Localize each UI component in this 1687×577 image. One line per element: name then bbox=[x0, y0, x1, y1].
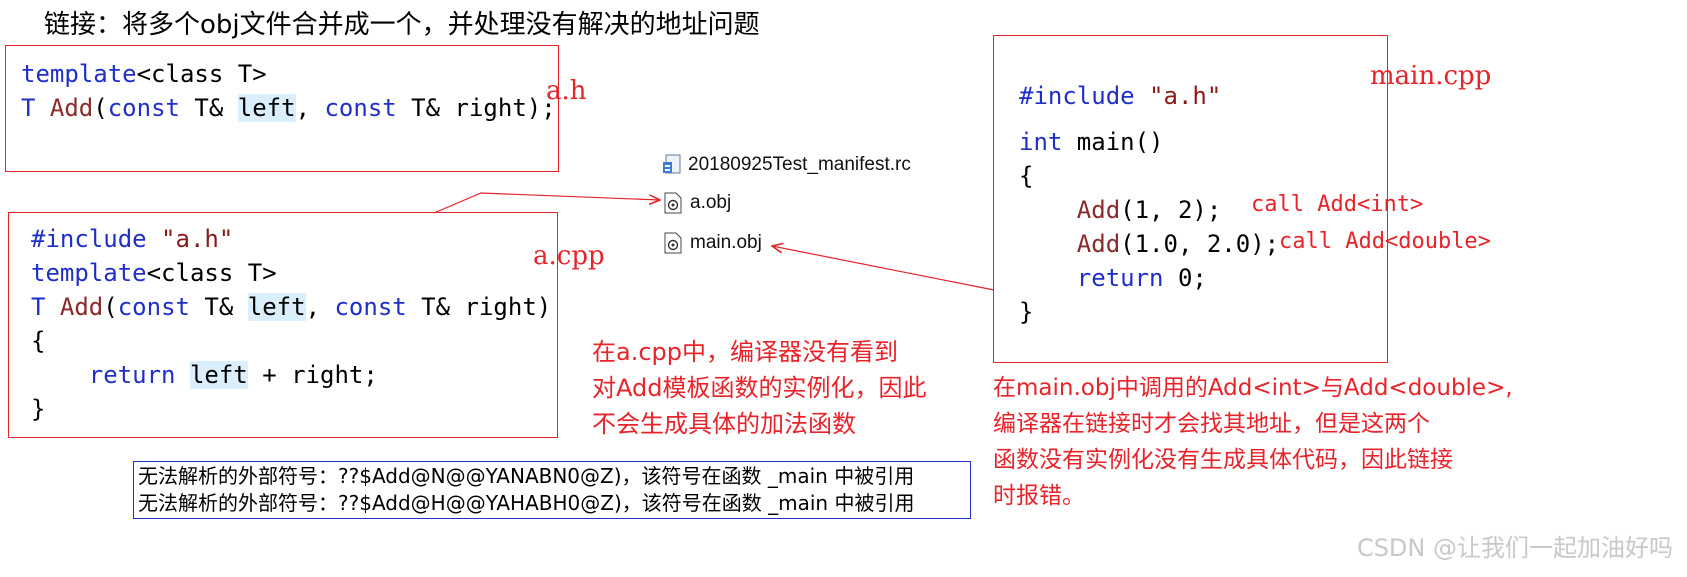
keyword: const bbox=[117, 293, 190, 321]
a-h-label: a.h bbox=[546, 76, 587, 106]
arrow-acpp-to-aobj bbox=[433, 192, 660, 214]
error-line: 无法解析的外部符号：??$Add@N@@YANABN0@Z)，该符号在函数 _m… bbox=[138, 464, 915, 488]
keyword: template bbox=[31, 259, 147, 287]
file-name: 20180925Test_manifest.rc bbox=[688, 154, 911, 175]
file-item[interactable]: main.obj bbox=[664, 232, 762, 254]
a-h-box bbox=[5, 45, 559, 172]
note-line: 在a.cpp中，编译器没有看到 bbox=[592, 338, 898, 366]
function-name: Add bbox=[1076, 196, 1121, 224]
code-text: } bbox=[31, 395, 46, 423]
note-line: 函数没有实例化没有生成具体代码，因此链接 bbox=[993, 447, 1453, 473]
code-text: <class T> bbox=[146, 259, 277, 287]
code-text: } bbox=[1019, 298, 1034, 326]
obj-file-icon bbox=[664, 192, 682, 214]
keyword: const bbox=[334, 293, 407, 321]
note-line: 不会生成具体的加法函数 bbox=[592, 410, 856, 438]
highlighted-identifier: left bbox=[247, 293, 306, 321]
indent bbox=[31, 361, 89, 389]
indent bbox=[1019, 264, 1077, 292]
keyword: template bbox=[21, 60, 137, 88]
function-name: Add bbox=[59, 293, 104, 321]
code-text: <class T> bbox=[136, 60, 267, 88]
string-literal: "a.h" bbox=[1149, 82, 1222, 110]
indent bbox=[1019, 196, 1077, 224]
main-cpp-box bbox=[993, 35, 1388, 363]
note-line: 对Add模板函数的实例化，因此 bbox=[592, 374, 927, 402]
code-text: main() bbox=[1062, 128, 1164, 156]
code-text: (1.0, 2.0); bbox=[1120, 230, 1280, 258]
code-text: T& right) bbox=[406, 293, 552, 321]
function-name: Add bbox=[1076, 230, 1121, 258]
note-line: 时报错。 bbox=[993, 483, 1085, 509]
preprocessor: #include bbox=[31, 225, 162, 253]
rc-file-icon bbox=[662, 154, 681, 176]
type-t: T bbox=[21, 94, 50, 122]
string-literal: "a.h" bbox=[161, 225, 234, 253]
code-text: (1, 2); bbox=[1120, 196, 1222, 224]
file-item[interactable]: a.obj bbox=[664, 192, 731, 214]
note-acpp: 在a.cpp中，编译器没有看到 对Add模板函数的实例化，因此 不会生成具体的加… bbox=[592, 334, 926, 442]
error-line: 无法解析的外部符号：??$Add@H@@YAHABH0@Z)，该符号在函数 _m… bbox=[138, 491, 915, 515]
indent bbox=[1019, 230, 1077, 258]
keyword: const bbox=[107, 94, 180, 122]
a-cpp-label: a.cpp bbox=[533, 241, 605, 271]
call-annotation-double: call Add<double> bbox=[1279, 229, 1491, 254]
keyword: return bbox=[88, 361, 176, 389]
keyword: return bbox=[1076, 264, 1164, 292]
call-annotation-int: call Add<int> bbox=[1251, 192, 1424, 217]
note-main: 在main.obj中调用的Add<int>与Add<double>, 编译器在链… bbox=[993, 370, 1513, 514]
note-line: 在main.obj中调用的Add<int>与Add<double>, bbox=[993, 375, 1513, 401]
function-name: Add bbox=[49, 94, 94, 122]
keyword: const bbox=[324, 94, 397, 122]
code-text: , bbox=[305, 293, 335, 321]
file-item[interactable]: 20180925Test_manifest.rc bbox=[662, 154, 911, 176]
page-title: 链接：将多个obj文件合并成一个，并处理没有解决的地址问题 bbox=[44, 10, 760, 40]
highlighted-identifier: left bbox=[237, 94, 296, 122]
code-text: ( bbox=[93, 94, 108, 122]
code-text: T& bbox=[189, 293, 248, 321]
code-text: 0; bbox=[1163, 264, 1207, 292]
highlighted-identifier: left bbox=[189, 361, 248, 389]
keyword: int bbox=[1019, 128, 1063, 156]
code-text: T& bbox=[179, 94, 238, 122]
code-text: , bbox=[295, 94, 325, 122]
file-name: a.obj bbox=[690, 192, 732, 213]
code-text: T& right); bbox=[396, 94, 556, 122]
code-text: { bbox=[31, 327, 46, 355]
watermark: CSDN @让我们一起加油好吗 bbox=[1356, 534, 1673, 562]
obj-file-icon bbox=[664, 232, 682, 254]
arrow-main-to-mainobj bbox=[772, 246, 995, 291]
code-text: { bbox=[1019, 162, 1034, 190]
code-text bbox=[176, 361, 190, 389]
a-cpp-box bbox=[8, 212, 558, 438]
preprocessor: #include bbox=[1019, 82, 1150, 110]
main-cpp-label: main.cpp bbox=[1370, 61, 1492, 91]
a-h-code: template<class T>T Add(const T& left, co… bbox=[21, 57, 556, 125]
file-name: main.obj bbox=[690, 232, 762, 253]
linker-error-box: 无法解析的外部符号：??$Add@N@@YANABN0@Z)，该符号在函数 _m… bbox=[133, 461, 971, 519]
code-text: + right; bbox=[247, 361, 378, 389]
type-t: T bbox=[31, 293, 60, 321]
code-text: ( bbox=[103, 293, 118, 321]
a-cpp-code: #include "a.h"template<class T>T Add(con… bbox=[31, 222, 551, 426]
note-line: 编译器在链接时才会找其地址，但是这两个 bbox=[993, 411, 1430, 437]
main-cpp-code: #include "a.h"int main(){ Add(1, 2); Add… bbox=[1019, 79, 1279, 329]
